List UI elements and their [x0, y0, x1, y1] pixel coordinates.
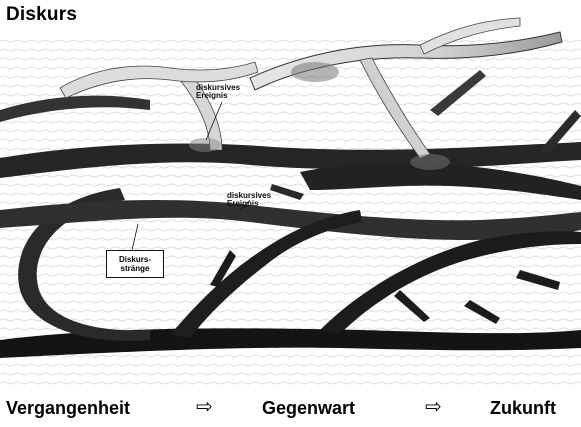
- timeline-past: Vergangenheit: [6, 398, 130, 419]
- label-line: Ereignis: [196, 92, 240, 100]
- event-highlight-mid: [189, 138, 221, 152]
- label-line: Diskurs-: [107, 255, 163, 264]
- timeline-future: Zukunft: [490, 398, 556, 419]
- event-highlight-right: [410, 154, 450, 170]
- label-line: stränge: [107, 264, 163, 273]
- label-discursive-event-top: diskursives Ereignis: [196, 84, 240, 100]
- label-discourse-strands: Diskurs- stränge: [106, 250, 164, 278]
- arrow-right-icon: ⇨: [425, 398, 442, 416]
- event-highlight-top: [291, 62, 339, 82]
- timeline-present: Gegenwart: [262, 398, 355, 419]
- timeline: Vergangenheit ⇨ Gegenwart ⇨ Zukunft: [0, 398, 581, 424]
- discourse-strands-illustration: [0, 0, 581, 395]
- label-line: Ereignis: [227, 200, 271, 208]
- label-discursive-event-middle: diskursives Ereignis: [227, 192, 271, 208]
- arrow-right-icon: ⇨: [196, 398, 213, 416]
